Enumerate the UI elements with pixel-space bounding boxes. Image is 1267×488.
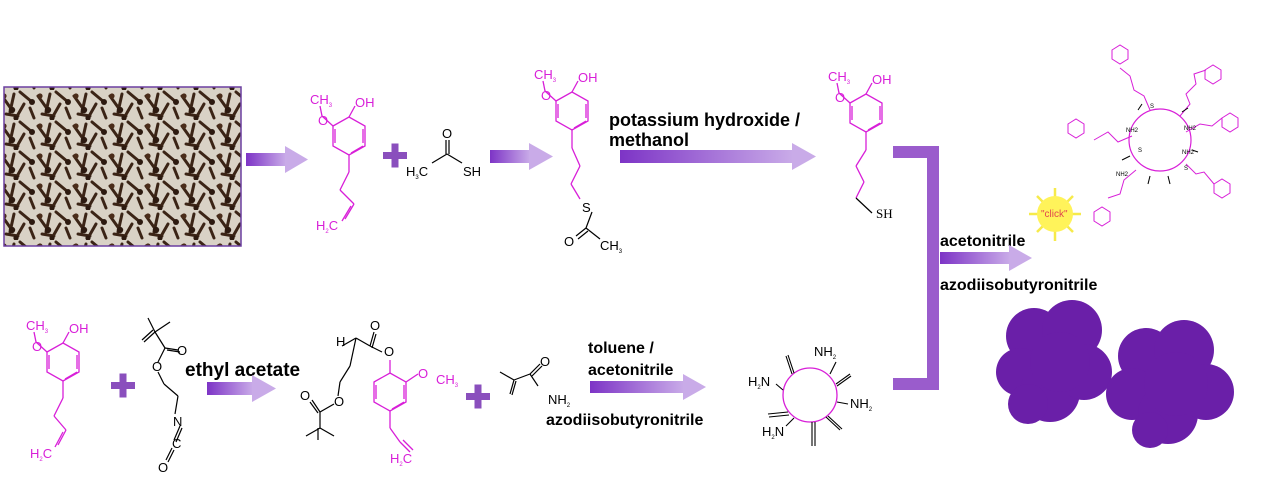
ring-h2n-left: H <box>748 374 757 389</box>
urethane-h2c: H <box>390 451 399 466</box>
urethane-o-top: O <box>370 318 380 333</box>
thiol-o: O <box>835 90 845 105</box>
svg-text:H2C: H2C <box>316 218 338 235</box>
thioester-s: S <box>582 200 591 215</box>
urethane-o-carb: O <box>300 388 310 403</box>
svg-text:NH2: NH2 <box>1126 128 1139 134</box>
eugenol2-h2c: H <box>30 446 39 461</box>
isocyanate-monomer <box>141 317 183 463</box>
arrow-thioacetylation <box>490 143 553 170</box>
svg-text:H3C: H3C <box>406 164 428 181</box>
svg-text:S: S <box>1150 104 1154 110</box>
plus-sign-bottom-left <box>111 373 135 398</box>
thioester-ch: CH <box>534 67 553 82</box>
thioester-o2: O <box>564 234 574 249</box>
star-polymer-product: NH2 NH2 NH2 NH2 S S S <box>1067 44 1239 227</box>
iem-n: N <box>173 414 182 429</box>
clove-photo <box>3 86 242 247</box>
thiol-ch: CH <box>828 69 847 84</box>
koh-label: potassium hydroxide / <box>609 110 800 130</box>
iem-o-ester: O <box>152 359 162 374</box>
svg-text:NH2: NH2 <box>850 396 873 413</box>
iem-o: O <box>158 460 168 475</box>
thiol-sh: SH <box>876 206 893 221</box>
svg-text:S: S <box>1138 148 1142 154</box>
svg-text:H2N: H2N <box>762 424 784 441</box>
thioester-oh: OH <box>578 70 598 85</box>
iem-o-carbonyl: O <box>177 343 187 358</box>
methacrylamide-nh: NH <box>548 392 567 407</box>
svg-text:CH3: CH3 <box>828 69 851 86</box>
svg-text:CH3: CH3 <box>600 238 623 255</box>
arrow-copolymerization <box>590 374 706 400</box>
plus-sign-top <box>383 143 407 168</box>
svg-text:CH3: CH3 <box>436 372 459 389</box>
urethane-ch3: CH <box>436 372 455 387</box>
thiol-eugenol-molecule <box>836 82 883 214</box>
arrow-ethyl-acetate <box>207 375 276 402</box>
toluene-label: toluene / <box>588 340 654 357</box>
svg-text:H2C: H2C <box>390 451 412 468</box>
svg-text:CH3: CH3 <box>26 318 49 335</box>
svg-text:CH3: CH3 <box>310 92 333 109</box>
methacrylamide-molecule <box>499 363 543 396</box>
eugenol-molecule-bottom <box>33 331 80 448</box>
aibn-label-right: azodiisobutyronitrile <box>940 277 1097 294</box>
svg-text:H2N: H2N <box>748 374 770 391</box>
methanol-label: methanol <box>609 130 689 150</box>
thioacetic-acid-molecule <box>431 140 463 164</box>
svg-text:H2C: H2C <box>30 446 52 463</box>
urethane-o-mid: O <box>334 394 344 409</box>
ring-h2n-bottom: H <box>762 424 771 439</box>
ring-nh2-top: NH <box>814 344 833 359</box>
urethane-o-meo: O <box>418 366 428 381</box>
eugenol-oh: OH <box>355 95 375 110</box>
iem-c: C <box>172 436 181 451</box>
thioacetic-o: O <box>442 126 452 141</box>
click-label: "click" <box>1041 209 1068 220</box>
ring-nh2-right: NH <box>850 396 869 411</box>
eugenol2-oh: OH <box>69 321 89 336</box>
nanoparticle-cluster <box>996 300 1234 448</box>
thioacetic-sh: SH <box>463 164 481 179</box>
arrow-click-reaction <box>940 245 1032 271</box>
thioacetic-h3c: H <box>406 164 415 179</box>
thioester-molecule <box>542 80 601 240</box>
eugenol-o: O <box>318 113 328 128</box>
ethyl-acetate-label: ethyl acetate <box>185 360 300 381</box>
eugenol-ch: CH <box>310 92 329 107</box>
eugenol-molecule-top <box>319 105 366 222</box>
svg-text:S: S <box>1184 166 1188 172</box>
thioester-o: O <box>541 88 551 103</box>
svg-text:NH2: NH2 <box>1182 150 1195 156</box>
eugenol-h2c-h: H <box>316 218 325 233</box>
svg-text:NH2: NH2 <box>1184 126 1197 132</box>
urethane-o-link: O <box>384 344 394 359</box>
svg-text:NH2: NH2 <box>814 344 837 361</box>
eugenol2-o: O <box>32 339 42 354</box>
thiol-oh: OH <box>872 72 892 87</box>
urethane-monomer <box>305 331 419 453</box>
aibn-label-bottom: azodiisobutyronitrile <box>546 412 703 429</box>
svg-text:NH2: NH2 <box>548 392 571 409</box>
methacrylamide-o: O <box>540 354 550 369</box>
eugenol2-ch: CH <box>26 318 45 333</box>
acetonitrile-label-right: acetonitrile <box>940 233 1025 250</box>
acetonitrile-label-bottom: acetonitrile <box>588 362 673 379</box>
arrow-photo-to-eugenol <box>246 146 308 173</box>
urethane-h: H <box>336 334 345 349</box>
merge-bracket <box>893 146 939 390</box>
plus-sign-bottom-middle <box>466 384 490 409</box>
polymer-ring <box>767 354 852 446</box>
svg-text:NH2: NH2 <box>1116 172 1129 178</box>
thioester-ch3: CH <box>600 238 619 253</box>
sun-icon <box>1029 188 1081 241</box>
arrow-deprotection <box>620 143 816 170</box>
svg-text:CH3: CH3 <box>534 67 557 84</box>
